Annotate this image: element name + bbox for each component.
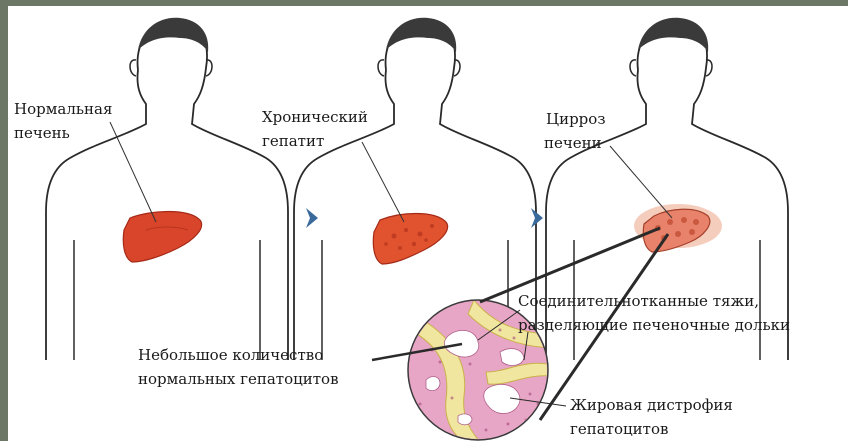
label-cirrhosis-line2: печени [544,134,602,153]
figure-normal-liver [46,18,288,360]
leader-line-normal [110,122,156,222]
label-cirrhosis-line1: Цирроз [546,110,606,129]
label-normal-liver-line1: Нормальная [14,100,112,119]
label-fatty-line2: гепатоцитов [570,420,668,439]
normal-liver-icon [123,212,201,263]
label-septa-line2: разделяющие печеночные дольки [518,316,790,335]
progression-arrow-icon [531,208,543,228]
hepatitis-liver-icon [373,214,447,265]
magnifier-line-upper [480,228,660,302]
leader-line-cirrhosis [610,146,672,218]
label-normal-hepatocytes-line2: нормальных гепатоцитов [138,370,339,389]
label-chronic-hepatitis-line1: Хронический [262,108,368,127]
label-normal-liver-line2: печень [14,124,70,143]
label-normal-hepatocytes-line1: Небольшое количество [138,346,323,365]
label-septa-line1: Соединительнотканные тяжи, [518,292,759,311]
leader-line-hepatitis [362,142,404,222]
label-fatty-line1: Жировая дистрофия [570,396,733,415]
label-chronic-hepatitis-line2: гепатит [262,132,324,151]
progression-arrow-icon [306,208,318,228]
